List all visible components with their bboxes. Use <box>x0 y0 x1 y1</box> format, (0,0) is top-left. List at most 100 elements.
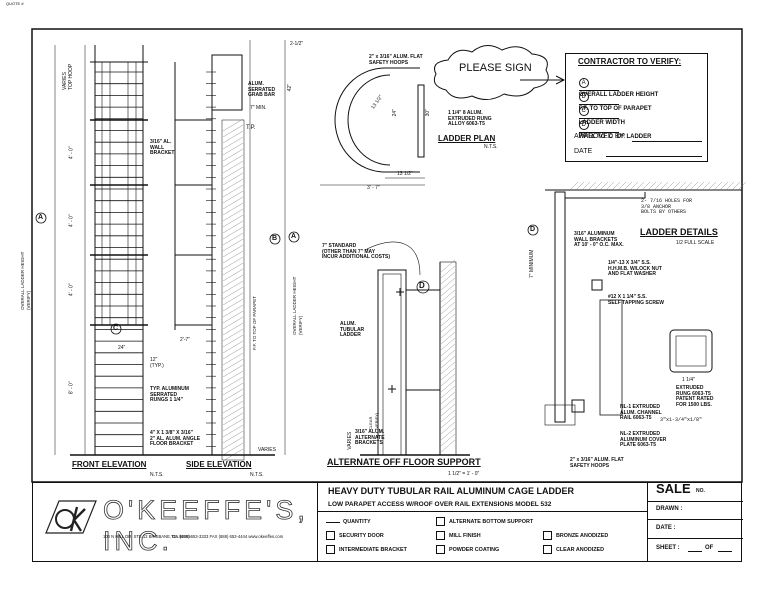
hatch-line <box>440 373 456 387</box>
hatch-line <box>605 181 615 191</box>
detail-hoops: 2" x 3/16" ALUM. FLAT SAFETY HOOPS <box>570 457 624 469</box>
hatch-line <box>713 181 723 191</box>
hatch-line <box>222 136 244 150</box>
powder-option[interactable]: POWDER COATING <box>436 545 499 554</box>
date-label: DATE <box>574 148 593 155</box>
date-line[interactable] <box>606 156 702 157</box>
hatch-line <box>222 208 244 222</box>
hatch-line <box>222 376 244 390</box>
plan-dim-3: 3' - 7" <box>367 185 380 191</box>
side-elevation-title: SIDE ELEVATION <box>186 460 252 469</box>
alt-bottom-checkbox <box>436 517 445 526</box>
front-dim-4: 8' - 0" <box>68 381 75 395</box>
hatch-line <box>440 397 456 411</box>
hatch-line <box>440 433 456 447</box>
hatch-line <box>440 331 456 345</box>
company-contact: TEL (888) 653-3333 FAX (888) 653-4444 ww… <box>171 534 284 539</box>
letter-d-detail: D <box>530 226 536 233</box>
logo-area: O'KEEFFE'S, INC. 100 N HILL DR, STE 12 B… <box>33 483 318 561</box>
hatch-line <box>440 289 456 303</box>
please-sign-text: PLEASE SIGN <box>459 62 532 74</box>
of-label: OF <box>705 545 714 551</box>
plan-dim-13: 13 1/2" <box>397 171 413 177</box>
side-parapet: F.F. TO TOP OF PARAPET <box>252 295 257 350</box>
of-line[interactable] <box>718 551 732 552</box>
hatch-line <box>222 190 244 204</box>
alt-scale: 1 1/2" = 1' - 0" <box>448 471 480 477</box>
alt-brackets: 3/16" ALUM. ALTERNATE BRACKETS <box>355 429 385 446</box>
hatch-line <box>222 232 244 246</box>
plan-dim-30: 30" <box>424 109 431 117</box>
sale-label: SALE <box>656 481 691 496</box>
front-note-rungs: TYP. ALUMINUM SERRATED RUNGS 1 1/4" <box>150 386 189 403</box>
hatch-line <box>222 316 244 330</box>
hatch-line <box>222 298 244 312</box>
detail-brackets: 3/16" ALUMINUM WALL BRACKETS AT 10' - 0"… <box>574 231 624 248</box>
hatch-line <box>677 181 687 191</box>
hatch-line <box>440 259 456 273</box>
front-dim-12: 12" (TYP.) <box>150 357 164 369</box>
hatch-line <box>222 226 244 240</box>
hatch-line <box>440 415 456 429</box>
front-dim-2: 4' - 0" <box>68 214 75 228</box>
plan-dim-24: 24" <box>391 109 398 117</box>
hatch-line <box>665 181 675 191</box>
hatch-line <box>222 214 244 228</box>
hatch-line <box>222 406 244 420</box>
side-tp: T.P. <box>246 125 256 131</box>
hatch-line <box>599 181 609 191</box>
hatch-line <box>701 181 711 191</box>
hatch-line <box>222 262 244 276</box>
side-overall: OVERALL LADDER HEIGHT (VERIFY) <box>292 276 303 335</box>
sheet-label: SHEET : <box>656 545 680 551</box>
alt-clear: CLEAR (VERIFY) <box>368 412 379 430</box>
sale-no: NO. <box>696 488 705 494</box>
hatch-line <box>440 439 456 453</box>
hatch-line <box>611 181 621 191</box>
hatch-line <box>695 181 705 191</box>
title-block: O'KEEFFE'S, INC. 100 N HILL DR, STE 12 B… <box>32 482 743 562</box>
sale-area: SALE NO. DRAWN : DATE : SHEET : OF <box>648 483 743 561</box>
security-door-option[interactable]: SECURITY DOOR <box>326 531 384 540</box>
approved-line[interactable] <box>632 141 702 142</box>
detail-holes: 2- 7/16 HOLES FOR 3/8 ANCHOR BOLTS BY OT… <box>641 198 693 215</box>
bracket-option[interactable]: INTERMEDIATE BRACKET <box>326 545 407 554</box>
hatch-line <box>707 181 717 191</box>
hatch-line <box>440 379 456 393</box>
hatch-line <box>222 268 244 282</box>
quantity-row[interactable]: QUANTITY <box>326 519 371 525</box>
hatch-line <box>440 367 456 381</box>
contractor-item-a: A OVERALL LADDER HEIGHT <box>578 77 659 98</box>
tb-date-label: DATE : <box>656 525 676 531</box>
clear-option[interactable]: CLEAR ANODIZED <box>543 545 604 554</box>
hatch-line <box>725 181 735 191</box>
hatch-line <box>222 424 244 438</box>
hatch-line <box>575 181 585 191</box>
detail-bolts: 1/4"-13 X 3/4" S.S. H.H.M.B. W/LOCK NUT … <box>608 260 662 277</box>
hatch-line <box>222 238 244 252</box>
hatch-line <box>222 184 244 198</box>
hatch-line <box>222 220 244 234</box>
hatch-line <box>719 181 729 191</box>
hatch-line <box>629 181 639 191</box>
hatch-line <box>440 283 456 297</box>
side-elevation-ladder <box>174 54 243 455</box>
hatch-line <box>222 388 244 402</box>
hatch-line <box>440 409 456 423</box>
hatch-line <box>440 277 456 291</box>
hatch-line <box>222 352 244 366</box>
alt-bottom-option[interactable]: ALTERNATE BOTTOM SUPPORT <box>436 517 533 526</box>
bronze-option[interactable]: BRONZE ANODIZED <box>543 531 608 540</box>
hatch-line <box>569 181 579 191</box>
hatch-line <box>641 181 651 191</box>
front-note-wall: 3/16" AL. WALL BRACKET <box>150 139 175 156</box>
hatch-line <box>440 385 456 399</box>
mill-finish-option[interactable]: MILL FINISH <box>436 531 481 540</box>
detail-dim-114: 1 1/4" <box>682 377 695 383</box>
sheet-line[interactable] <box>688 551 702 552</box>
hatch-line <box>222 166 244 180</box>
hatch-line <box>222 274 244 288</box>
front-elevation-ladder <box>90 45 148 455</box>
hatch-line <box>222 118 244 132</box>
